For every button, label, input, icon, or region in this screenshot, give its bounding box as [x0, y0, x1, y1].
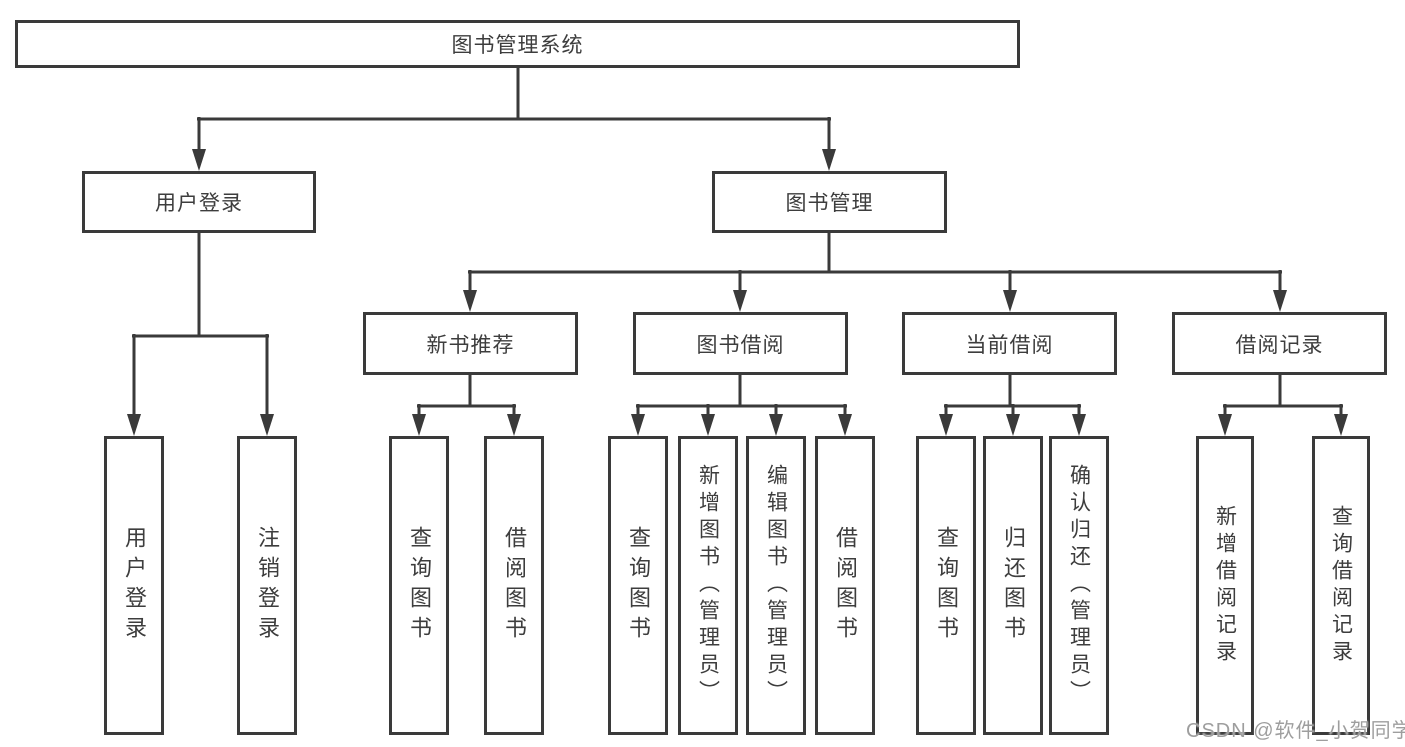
- leaf-records-add-record: 新增借阅记录: [1196, 436, 1254, 735]
- leaf-current-return-books: 归还图书: [983, 436, 1043, 735]
- leaf-logout: 注销登录: [237, 436, 297, 735]
- leaf-borrowing-borrow-books: 借阅图书: [815, 436, 875, 735]
- leaf-current-query-books: 查询图书: [916, 436, 976, 735]
- node-root-system: 图书管理系统: [15, 20, 1020, 68]
- leaf-borrowing-edit-books-admin: 编辑图书（管理员）: [746, 436, 806, 735]
- leaf-borrowing-add-books-admin: 新增图书（管理员）: [678, 436, 738, 735]
- csdn-watermark: CSDN @软件_小贺同学: [1186, 720, 1405, 742]
- node-new-book-recommend: 新书推荐: [363, 312, 578, 375]
- node-book-borrowing: 图书借阅: [633, 312, 848, 375]
- connector-user-login-to-leaves: [127, 233, 274, 436]
- connector-book-mgmt-to-level3: [463, 233, 1287, 312]
- node-current-borrowing: 当前借阅: [902, 312, 1117, 375]
- node-borrow-records: 借阅记录: [1172, 312, 1387, 375]
- connector-borrow-records-to-leaves: [1218, 373, 1348, 436]
- leaf-borrowing-query-books: 查询图书: [608, 436, 668, 735]
- leaf-user-login: 用户登录: [104, 436, 164, 735]
- connector-new-books-to-leaves: [412, 373, 521, 436]
- connector-root-to-level2: [192, 68, 836, 171]
- leaf-records-query-record: 查询借阅记录: [1312, 436, 1370, 735]
- connector-book-borrow-to-leaves: [631, 373, 852, 436]
- leaf-newbooks-query-books: 查询图书: [389, 436, 449, 735]
- connector-current-borrow-to-leaves: [939, 373, 1086, 436]
- node-book-management: 图书管理: [712, 171, 947, 233]
- leaf-current-confirm-return-admin: 确认归还（管理员）: [1049, 436, 1109, 735]
- leaf-newbooks-borrow-books: 借阅图书: [484, 436, 544, 735]
- node-user-login: 用户登录: [82, 171, 316, 233]
